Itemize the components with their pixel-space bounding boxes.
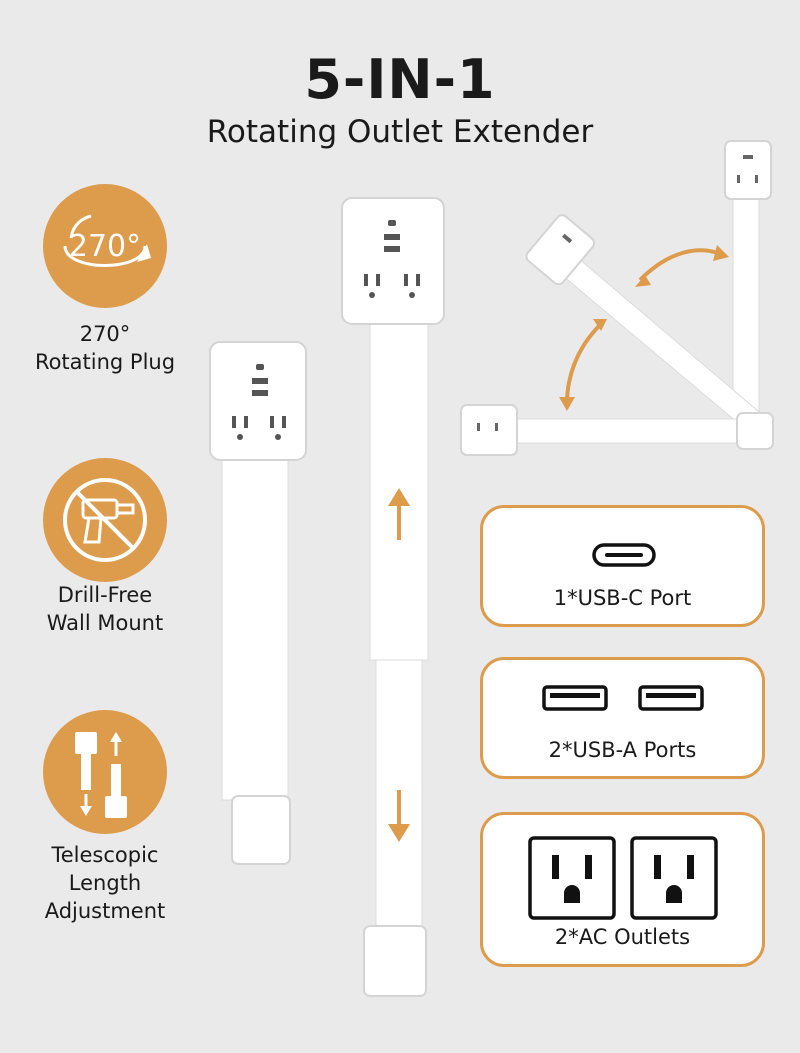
rotate-270-icon: 270° xyxy=(63,214,151,267)
feature-telescopic-line3: Adjustment xyxy=(44,899,166,923)
extender-long-illustration xyxy=(341,197,445,997)
feature-telescopic-label: Telescopic Length Adjustment xyxy=(5,841,205,925)
telescopic-icon xyxy=(75,732,127,818)
usb-a-port-icon xyxy=(638,685,704,711)
feature-rotate-line2: Rotating Plug xyxy=(34,350,176,374)
feature-drill-line2: Wall Mount xyxy=(46,611,164,635)
port-label-ac: 2*AC Outlets xyxy=(554,925,691,949)
feature-telescopic-line2: Length xyxy=(68,871,142,895)
no-drill-icon xyxy=(63,478,147,562)
ac-outlet-icon xyxy=(630,836,718,920)
extender-short-illustration xyxy=(209,341,307,865)
usb-c-port-icon xyxy=(592,543,656,567)
feature-drill-line1: Drill-Free xyxy=(57,583,153,607)
feature-drill-label: Drill-Free Wall Mount xyxy=(5,581,205,637)
ac-outlet-icon xyxy=(528,836,616,920)
feature-telescopic-badge xyxy=(43,710,167,834)
rotation-demo-illustration xyxy=(460,140,774,456)
port-card-usb-c: 1*USB-C Port xyxy=(480,505,765,627)
page-title: 5-IN-1 xyxy=(304,48,496,111)
port-card-ac: 2*AC Outlets xyxy=(480,812,765,967)
feature-drill-badge xyxy=(43,458,167,582)
feature-rotate-badge: 270° xyxy=(43,184,167,308)
feature-rotate-label: 270° Rotating Plug xyxy=(5,320,205,376)
port-label-usb-c: 1*USB-C Port xyxy=(553,586,692,610)
feature-rotate-line1: 270° xyxy=(79,322,131,346)
usb-a-port-icon xyxy=(542,685,608,711)
port-label-usb-a: 2*USB-A Ports xyxy=(548,738,697,762)
rotate-270-icon-text: 270° xyxy=(69,229,141,264)
page-subtitle: Rotating Outlet Extender xyxy=(206,114,594,150)
port-card-usb-a: 2*USB-A Ports xyxy=(480,657,765,779)
feature-telescopic-line1: Telescopic xyxy=(51,843,159,867)
